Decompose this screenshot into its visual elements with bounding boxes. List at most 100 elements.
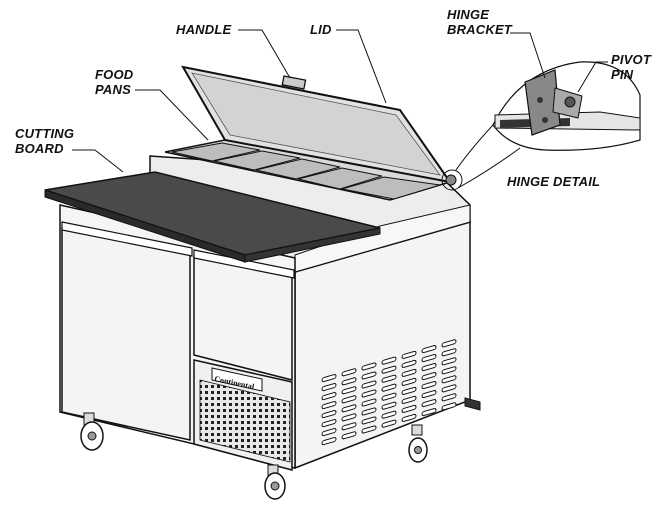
louver-slot xyxy=(361,407,377,416)
lid-handle xyxy=(281,75,307,90)
food-pans xyxy=(171,142,441,200)
louver-slot xyxy=(441,366,457,375)
right-door-handle xyxy=(193,249,295,279)
cutting-board-edge-right xyxy=(244,227,381,263)
brand-plate xyxy=(211,367,263,392)
louver-slot xyxy=(421,372,437,381)
louver-slot xyxy=(341,386,357,395)
louver-slot xyxy=(361,416,377,425)
louver-slot xyxy=(321,428,337,437)
louver-slot xyxy=(421,399,437,408)
louver-slot xyxy=(361,362,377,371)
leader-cutting-board xyxy=(72,149,124,173)
louver-slot xyxy=(321,374,337,383)
caster-front-right xyxy=(264,464,286,500)
louver-slot xyxy=(381,401,397,410)
lid-glass xyxy=(191,72,441,176)
louver-slot xyxy=(341,395,357,404)
detail-callout-circle xyxy=(441,169,463,191)
louver-slot xyxy=(441,339,457,348)
louver-slot xyxy=(381,410,397,419)
leader-hinge-bracket xyxy=(510,32,546,79)
louver-slot xyxy=(401,413,417,422)
louver-slot xyxy=(321,383,337,392)
louver-slot xyxy=(381,365,397,374)
top-rail-face xyxy=(294,204,471,273)
louver-slot xyxy=(341,413,357,422)
hinge-detail-inset xyxy=(492,61,641,151)
louver-slot xyxy=(381,356,397,365)
food-pan xyxy=(297,167,383,190)
louver-slot xyxy=(441,384,457,393)
louver-slot xyxy=(321,401,337,410)
food-pan xyxy=(213,150,301,171)
lid-hinge xyxy=(445,174,457,186)
louver-slot xyxy=(341,404,357,413)
louver-slot xyxy=(421,345,437,354)
louver-slot xyxy=(421,390,437,399)
food-pan xyxy=(341,176,441,200)
compressor-vent-slots xyxy=(199,379,291,463)
louver-slot xyxy=(361,425,377,434)
side-louver-grille xyxy=(321,339,457,446)
label-hinge-bracket-2: BRACKET xyxy=(447,22,512,37)
label-lid: LID xyxy=(310,22,332,37)
label-cutting-board-2: BOARD xyxy=(15,141,64,156)
label-handle: HANDLE xyxy=(176,22,232,37)
label-food-pans-1: FOOD xyxy=(95,67,134,82)
detail-callout-line xyxy=(457,147,521,189)
louver-slot xyxy=(401,377,417,386)
louver-slot xyxy=(401,359,417,368)
louver-slot xyxy=(421,354,437,363)
leader-lid xyxy=(336,29,387,104)
louver-slot xyxy=(421,381,437,390)
louver-slot xyxy=(401,368,417,377)
louver-slot xyxy=(421,363,437,372)
left-door-handle xyxy=(61,221,193,257)
louver-slot xyxy=(441,393,457,402)
louver-slot xyxy=(381,419,397,428)
louver-slot xyxy=(341,431,357,440)
louver-slot xyxy=(381,383,397,392)
detail-callout-line xyxy=(455,124,494,171)
label-cutting-board-1: CUTTING xyxy=(15,126,75,141)
louver-slot xyxy=(321,437,337,446)
leader-food-pans xyxy=(135,89,209,141)
louver-slot xyxy=(361,371,377,380)
louver-slot xyxy=(361,389,377,398)
louver-slot xyxy=(321,410,337,419)
label-pivot-pin-2: PIN xyxy=(611,67,634,82)
louver-slot xyxy=(421,408,437,417)
louver-slot xyxy=(441,402,457,411)
louver-slot xyxy=(361,398,377,407)
food-pan xyxy=(255,158,341,180)
louver-slot xyxy=(321,392,337,401)
louver-slot xyxy=(341,377,357,386)
louver-slot xyxy=(441,348,457,357)
label-hinge-detail: HINGE DETAIL xyxy=(507,174,601,189)
louver-slot xyxy=(341,422,357,431)
louver-slot xyxy=(361,380,377,389)
louver-slot xyxy=(401,350,417,359)
hinge-bracket-part xyxy=(524,69,561,136)
label-food-pans-2: PANS xyxy=(95,82,131,97)
pivot-pin-part xyxy=(564,96,576,108)
side-base-rail xyxy=(464,397,481,411)
caster-front-left xyxy=(80,412,104,451)
louver-slot xyxy=(381,392,397,401)
louver-slot xyxy=(341,368,357,377)
louver-slot xyxy=(401,395,417,404)
louver-slot xyxy=(321,419,337,428)
label-pivot-pin-1: PIVOT xyxy=(611,52,652,67)
louver-slot xyxy=(401,386,417,395)
left-door xyxy=(61,227,191,441)
louver-slot xyxy=(441,375,457,384)
louver-slot xyxy=(441,357,457,366)
food-pan xyxy=(171,142,261,162)
label-hinge-bracket-1: HINGE xyxy=(447,7,490,22)
caster-rear-right xyxy=(408,424,428,463)
louver-slot xyxy=(401,404,417,413)
leader-pivot-pin xyxy=(577,61,608,93)
